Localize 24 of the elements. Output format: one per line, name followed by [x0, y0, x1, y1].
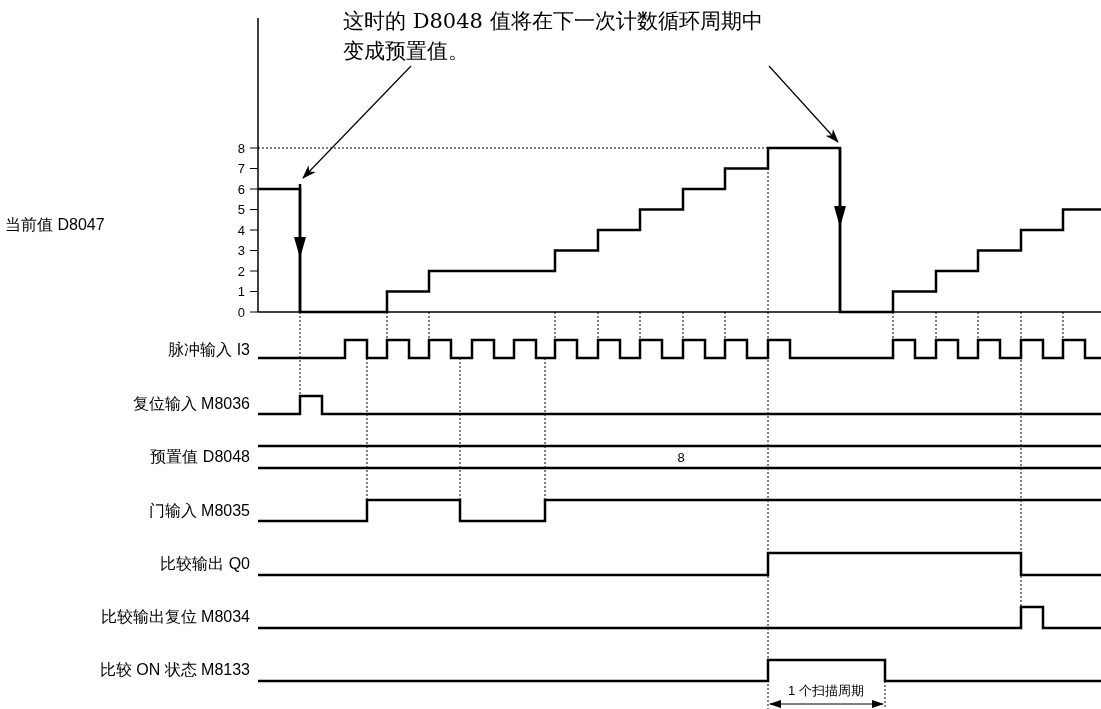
bus-value: 8 [677, 450, 685, 464]
tick-label: 8 [237, 141, 245, 155]
signal-name: 脉冲输入 I3 [168, 342, 250, 358]
signal-name: 门输入 M8035 [148, 503, 250, 519]
tick-label: 1 [237, 285, 245, 298]
signal-name: 比较输出 Q0 [160, 556, 250, 572]
tick-label: 7 [237, 162, 245, 175]
tick-label: 4 [237, 223, 245, 237]
tick-label: 2 [237, 264, 245, 278]
tick-label: 5 [237, 203, 245, 216]
signal-name: 预置值 D8048 [150, 449, 250, 465]
tick-label: 3 [237, 244, 245, 257]
annotation-text: 这时的 D8048 值将在下一次计数循环周期中变成预置值。 [343, 6, 775, 66]
falling-edge [298, 184, 302, 312]
tick-label: 6 [237, 182, 245, 196]
signal-name: 比较输出复位 M8034 [100, 609, 250, 625]
dimension-label: 1 个扫描周期 [788, 683, 864, 697]
leader-arrow [302, 65, 412, 179]
signal-name: 当前值 D8047 [5, 217, 105, 233]
tick-label: 0 [237, 305, 245, 319]
falling-edge [838, 148, 842, 312]
signal-name: 比较 ON 状态 M8133 [99, 662, 250, 678]
leader-arrow [768, 65, 839, 143]
signal-name: 复位输入 M8036 [132, 396, 250, 412]
